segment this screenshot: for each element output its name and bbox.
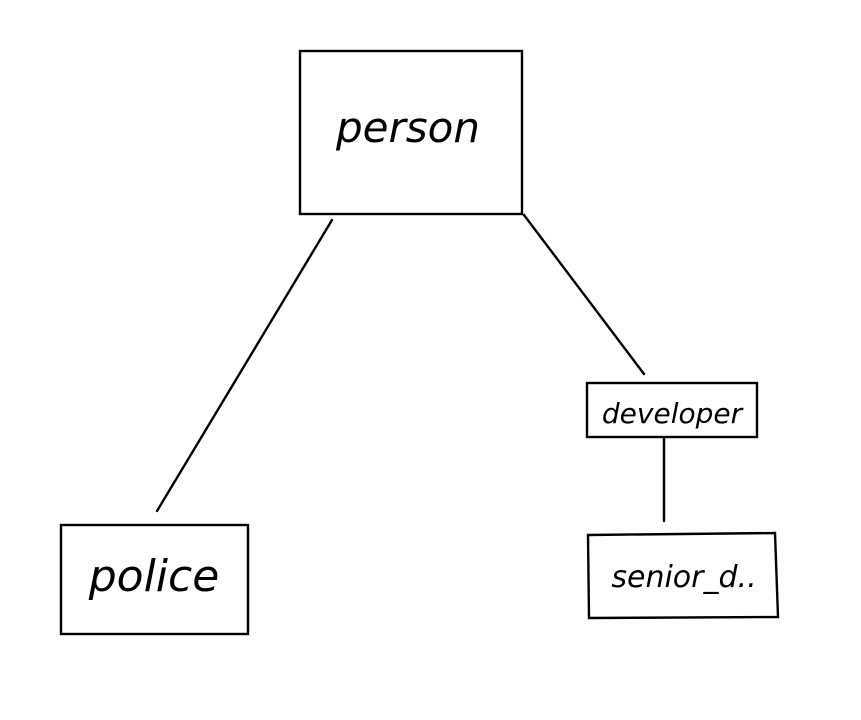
node-developer-label: developer bbox=[602, 397, 744, 430]
node-developer-box bbox=[585, 381, 759, 439]
edge-person-police bbox=[155, 218, 334, 513]
node-developer: developer bbox=[585, 381, 759, 439]
node-person-box bbox=[298, 49, 524, 216]
node-person: person bbox=[298, 49, 524, 216]
node-senior-developer-box bbox=[586, 531, 780, 620]
node-senior-developer: senior_d.. bbox=[586, 531, 780, 620]
node-person-label: person bbox=[335, 103, 480, 152]
edge-person-developer bbox=[522, 213, 646, 376]
node-senior-developer-label: senior_d.. bbox=[611, 560, 756, 595]
node-police: police bbox=[59, 523, 250, 636]
node-police-label: police bbox=[88, 551, 220, 602]
node-police-box bbox=[59, 523, 250, 636]
